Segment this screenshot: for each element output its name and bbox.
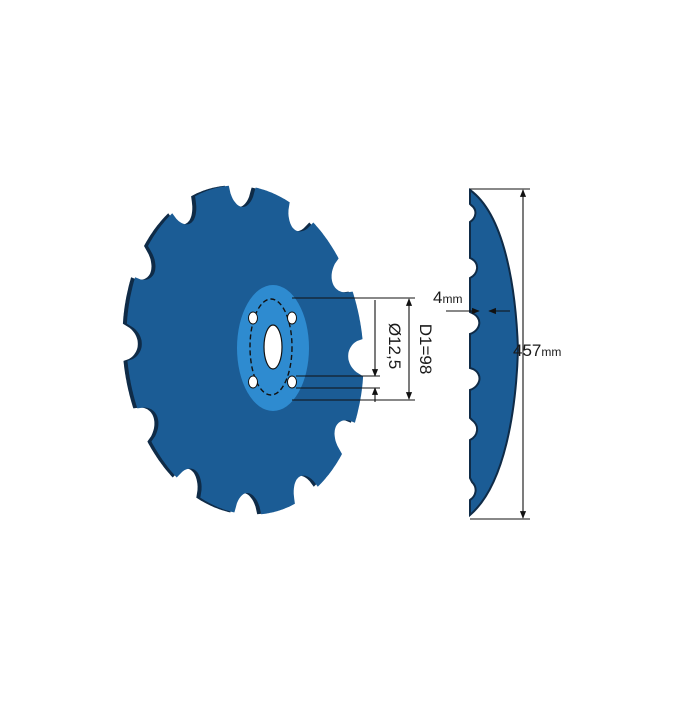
bolt-hole	[248, 375, 258, 389]
bolt-hole	[248, 311, 258, 325]
thickness-value: 4	[433, 288, 442, 307]
bolt-hole	[287, 311, 297, 325]
bolt-holes	[248, 311, 297, 389]
disc-front-view	[122, 185, 364, 515]
bolt-circle-diameter-label: D1=98	[416, 324, 435, 375]
outer-diameter-label: 457mm	[513, 341, 561, 360]
outer-diameter-unit: mm	[541, 345, 561, 359]
hub-dimensions: Ø12,5 D1=98	[292, 297, 435, 402]
thickness-dimension: 4mm	[433, 288, 510, 315]
thickness-label: 4mm	[433, 288, 462, 307]
bolt-hole-diameter-label: Ø12,5	[385, 323, 404, 369]
disc-profile-shape	[469, 188, 520, 518]
disc-side-profile	[469, 188, 520, 518]
bolt-hole	[287, 375, 297, 389]
thickness-unit: mm	[442, 292, 462, 306]
bolt-circle-dashed	[249, 298, 293, 396]
center-hole	[263, 324, 283, 370]
outer-diameter-dimension: 457mm	[470, 188, 561, 520]
outer-diameter-value: 457	[513, 341, 541, 360]
